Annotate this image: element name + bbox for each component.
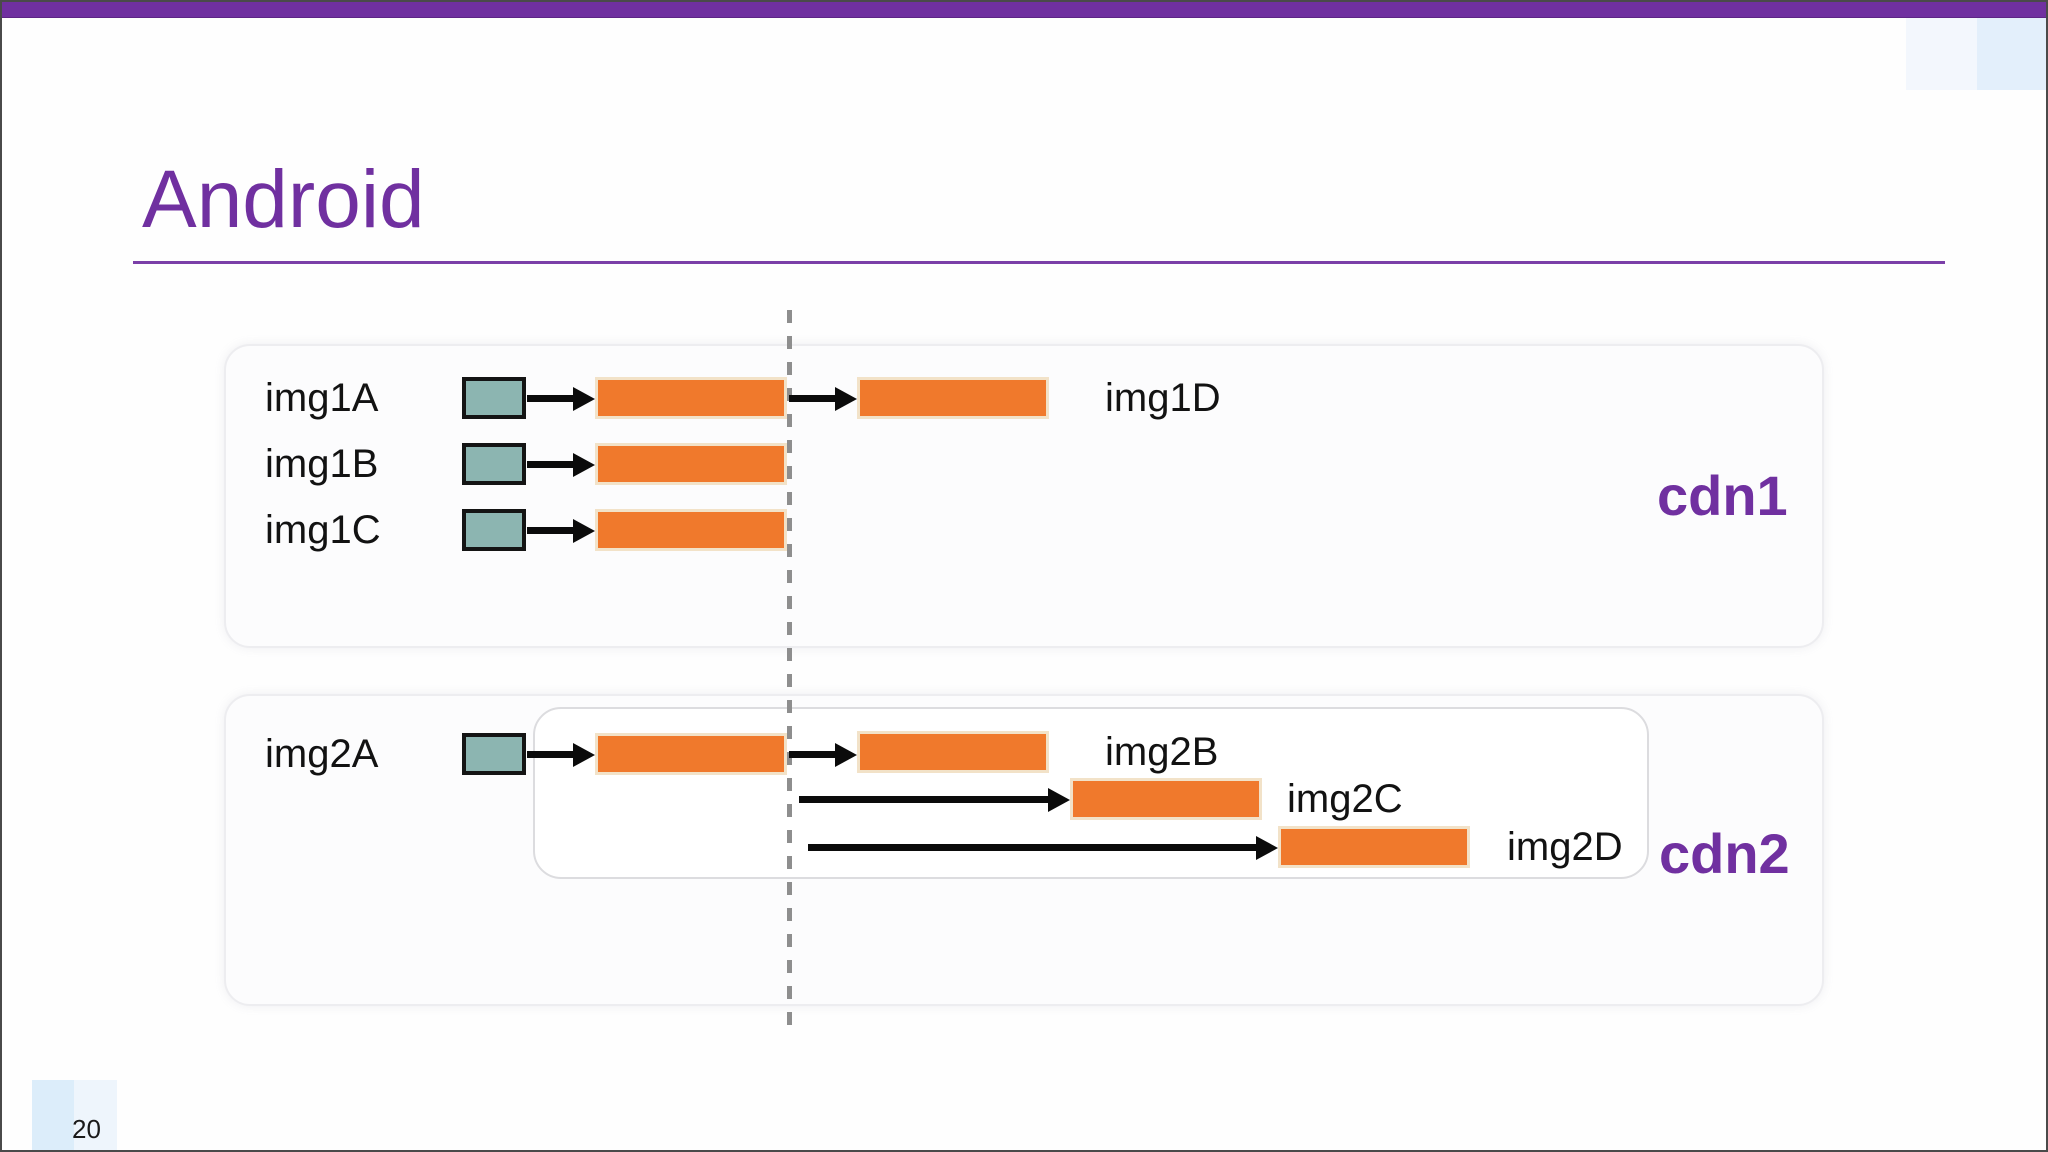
image-box-img1C [595,509,787,551]
page-number: 20 [72,1114,101,1144]
image-box-img1D [857,377,1049,419]
decor-square-top-right-blue [1977,18,2046,90]
arrow-img1A-fetch [527,395,573,402]
arrow-img2A-fetch [527,751,573,758]
label-img1C: img1C [265,508,381,552]
timeline-divider-dashed-line [787,310,792,1034]
source-box-img1C [462,509,526,551]
label-img2C: img2C [1287,777,1403,821]
image-box-img2D [1278,826,1470,868]
title-underline [133,261,1945,264]
source-box-img1A [462,377,526,419]
source-box-img1B [462,443,526,485]
label-img1D: img1D [1105,376,1221,420]
arrow-img1C-fetch [527,527,573,534]
image-box-img1A [595,377,787,419]
label-img1B: img1B [265,442,379,486]
cdn2-label: cdn2 [1659,822,1790,885]
source-box-img2A [462,733,526,775]
image-box-img2C [1070,778,1262,820]
image-box-img2B [857,731,1049,773]
label-img1A: img1A [265,376,379,420]
arrow-img2A-to-img2B [789,751,835,758]
slide-title: Android [142,154,425,245]
arrow-img1A-to-img1D [789,395,835,402]
arrow-to-img2D [808,844,1256,851]
arrow-img1B-fetch [527,461,573,468]
top-accent-bar [2,2,2046,18]
image-box-img1B [595,443,787,485]
label-img2D: img2D [1507,825,1623,869]
label-img2B: img2B [1105,730,1219,774]
decor-square-bottom-left-faint [74,1080,117,1150]
decor-square-bottom-left-blue [32,1080,74,1150]
image-box-img2A [595,733,787,775]
arrow-to-img2C [799,796,1048,803]
cdn1-label: cdn1 [1657,464,1788,527]
label-img2A: img2A [265,732,379,776]
decor-square-top-right-faint [1906,18,1977,90]
